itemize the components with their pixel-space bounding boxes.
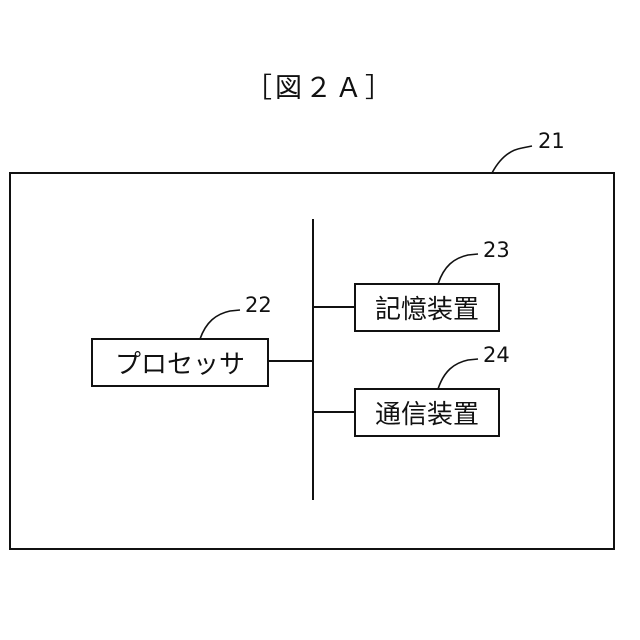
device-leader-line xyxy=(492,146,532,173)
processor-ref-label: 22 xyxy=(245,293,272,317)
comm-ref-label: 24 xyxy=(483,343,510,367)
storage-leader-line xyxy=(438,254,478,284)
comm-leader-line xyxy=(438,359,478,389)
processor-leader-line xyxy=(200,310,240,339)
comm-label: 通信装置 xyxy=(375,400,479,430)
processor-label: プロセッサ xyxy=(115,350,245,380)
storage-label: 記憶装置 xyxy=(375,295,479,325)
storage-ref-label: 23 xyxy=(483,238,510,262)
device-ref-label: 21 xyxy=(538,129,565,153)
